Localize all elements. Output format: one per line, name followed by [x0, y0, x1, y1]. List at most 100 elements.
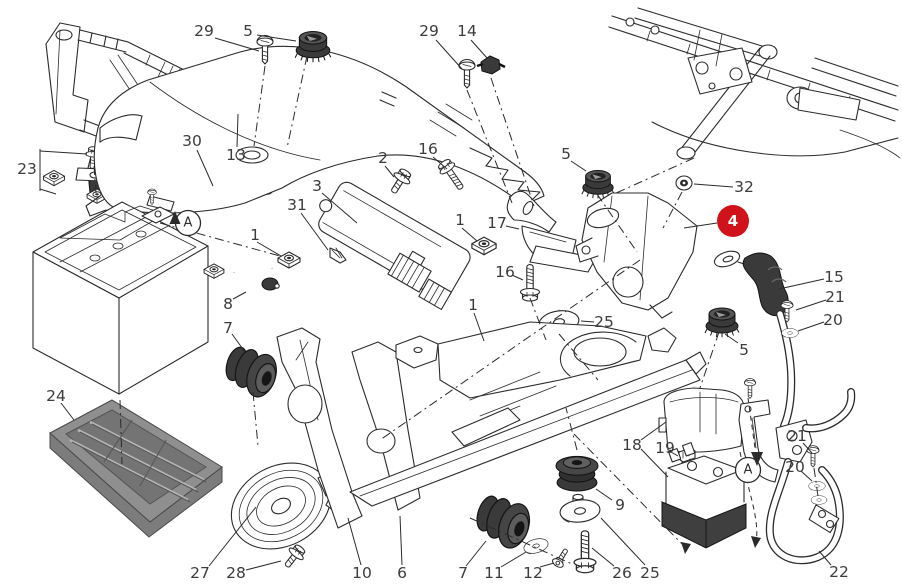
- grommet-5-lower: [704, 307, 740, 338]
- callout-3: 3: [312, 177, 358, 224]
- callout-16: 16: [418, 140, 448, 170]
- callout-label: 26: [612, 564, 632, 582]
- callout-11: 11: [484, 551, 527, 582]
- callout-12: 12: [523, 562, 555, 582]
- highlight-callout-4[interactable]: 4: [683, 205, 749, 237]
- callout-31: 31: [287, 196, 329, 251]
- clip-31: [329, 247, 347, 264]
- washer-11: [521, 535, 551, 557]
- callout-23: 23: [17, 149, 88, 195]
- nut-23-left: [43, 169, 65, 187]
- callout-7: 7: [223, 319, 246, 353]
- nut-32: [675, 175, 693, 191]
- callout-25: 25: [580, 313, 614, 331]
- battery: [32, 188, 209, 395]
- callout-label: 1: [250, 226, 260, 244]
- callout-label: 16: [418, 140, 438, 158]
- callout-13: 13: [226, 113, 246, 164]
- spring-nut-1-left: [277, 251, 301, 269]
- view-marker-a: A: [734, 452, 763, 484]
- view-marker-a: A: [169, 209, 202, 237]
- callout-label: 12: [523, 564, 543, 582]
- callout-29: 29: [194, 22, 260, 52]
- callout-label: 25: [640, 564, 660, 582]
- callout-label: 30: [182, 132, 202, 150]
- callout-label: 19: [655, 439, 675, 457]
- screw-2: [384, 165, 415, 198]
- callout-label: 7: [223, 319, 233, 337]
- callout-label: 27: [190, 564, 210, 582]
- grommet-9: [555, 455, 599, 492]
- callout-label: 5: [561, 145, 571, 163]
- callout-label: 28: [226, 564, 246, 582]
- callout-5: 5: [724, 333, 749, 359]
- callout-label: 21: [787, 427, 807, 445]
- callout-32: 32: [693, 178, 754, 196]
- callout-label: 20: [823, 311, 843, 329]
- callout-24: 24: [46, 387, 75, 421]
- callout-label: 24: [46, 387, 66, 405]
- svg-text:A: A: [184, 216, 193, 231]
- callout-25: 25: [600, 517, 660, 582]
- washer-20-lower-2: [810, 495, 828, 505]
- callout-label: 10: [352, 564, 372, 582]
- bolt-ground-bracket: [744, 378, 756, 399]
- callout-1: 1: [250, 226, 282, 257]
- callout-label: 22: [829, 563, 849, 581]
- callout-label: 2: [378, 149, 388, 167]
- callout-21: 21: [787, 427, 813, 454]
- callout-29: 29: [419, 22, 463, 70]
- bracket-4: [575, 192, 698, 319]
- screw-29-right: [458, 58, 476, 89]
- bolt-26: [573, 530, 597, 574]
- callout-2: 2: [378, 149, 395, 178]
- callout-15: 15: [778, 268, 844, 290]
- callout-label: 7: [458, 564, 468, 582]
- callout-18: 18: [622, 421, 669, 478]
- callout-label: 6: [397, 564, 407, 582]
- battery-tray-24: [49, 399, 223, 538]
- battery-cable-15: [713, 250, 856, 463]
- callout-5: 5: [561, 145, 587, 172]
- frame-rear-section: [608, 7, 901, 160]
- callout-20: 20: [797, 311, 843, 332]
- callout-16: 16: [495, 263, 524, 281]
- hook-bracket-17: [506, 190, 597, 273]
- battery-clamp-8: [232, 256, 280, 291]
- callout-17: 17: [487, 214, 520, 232]
- grommet-7-upper: [219, 342, 283, 402]
- callout-30: 30: [182, 132, 214, 187]
- callout-21: 21: [795, 288, 845, 311]
- callout-label: 8: [223, 295, 233, 313]
- callout-label: 15: [824, 268, 844, 286]
- callout-1: 1: [455, 211, 478, 242]
- ecu-unit-3: [318, 181, 471, 310]
- clip-14: [476, 55, 506, 75]
- callout-label: 13: [226, 146, 246, 164]
- callout-26: 26: [591, 547, 632, 582]
- callout-label: 11: [484, 564, 504, 582]
- starter-solenoid-12: [661, 442, 747, 549]
- callout-1: 1: [468, 296, 485, 342]
- callout-label: 16: [495, 263, 515, 281]
- callout-label: 18: [622, 436, 642, 454]
- callout-9: 9: [595, 488, 625, 514]
- callout-14: 14: [457, 22, 488, 59]
- highlight-badge[interactable]: [717, 205, 749, 237]
- callout-6: 6: [397, 515, 407, 582]
- holder-bracket-6: [276, 321, 707, 529]
- callout-label: 1: [468, 296, 478, 314]
- callout-8: 8: [223, 291, 247, 313]
- callout-7: 7: [458, 540, 487, 582]
- callout-5: 5: [243, 22, 297, 42]
- callout-label: 1: [455, 211, 465, 229]
- bolt-16-lower: [519, 264, 541, 302]
- callout-label: 32: [734, 178, 754, 196]
- callout-19: 19: [655, 439, 679, 457]
- callout-label: 3: [312, 177, 322, 195]
- callout-label: 29: [194, 22, 214, 40]
- callout-22: 22: [818, 550, 849, 581]
- washer-25-lower: [558, 493, 602, 525]
